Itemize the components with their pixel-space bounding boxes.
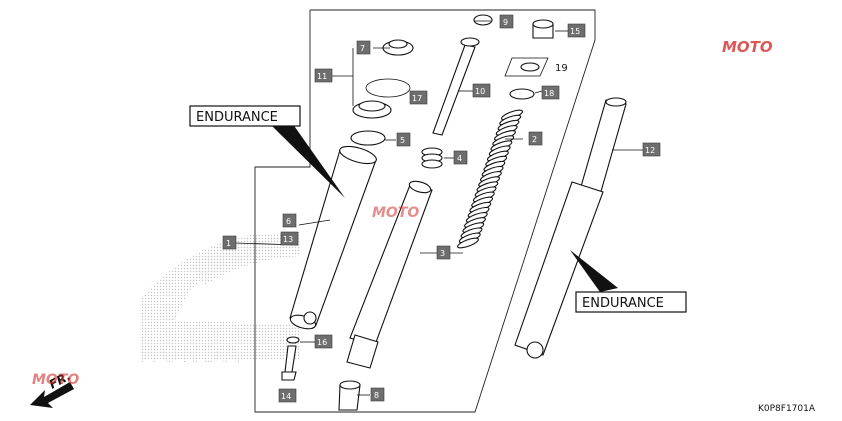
part-12-fork-assembly bbox=[514, 97, 627, 359]
svg-text:ENDURANCE: ENDURANCE bbox=[582, 296, 664, 311]
endurance-label-right: ENDURANCE bbox=[575, 291, 687, 313]
callout-10: 10 bbox=[472, 83, 491, 98]
svg-text:17: 17 bbox=[412, 94, 422, 103]
leader-lines bbox=[235, 20, 643, 396]
callout-11: 11 bbox=[314, 68, 333, 83]
watermark-bottom-left: MOTO bbox=[32, 372, 79, 388]
svg-text:MOTO: MOTO bbox=[372, 205, 419, 221]
part-7-dust-seal bbox=[382, 39, 414, 56]
part-16-washer bbox=[286, 336, 300, 344]
callout-17: 17 bbox=[409, 90, 428, 105]
diagram-code: K0P8F1701A bbox=[758, 404, 816, 414]
watermark-center: MOTO bbox=[372, 205, 419, 221]
callout-1: 1 bbox=[222, 235, 237, 250]
part-8-slider bbox=[338, 380, 361, 411]
svg-text:7: 7 bbox=[360, 44, 365, 53]
part-17-stop-ring bbox=[365, 78, 411, 98]
svg-text:6: 6 bbox=[286, 217, 291, 226]
part-4-small-spring bbox=[421, 147, 443, 169]
spring-coil bbox=[457, 237, 479, 249]
callout-2: 2 bbox=[528, 131, 543, 146]
honda-logo-text: HONDA bbox=[140, 341, 243, 368]
svg-text:MOTO: MOTO bbox=[722, 38, 773, 56]
svg-text:ENDURANCE: ENDURANCE bbox=[196, 110, 278, 125]
svg-text:1: 1 bbox=[226, 239, 231, 248]
watermark-top-right: MOTO bbox=[722, 38, 773, 56]
part-1-outer-tube bbox=[289, 145, 377, 330]
arrow-icon bbox=[30, 382, 74, 408]
svg-text:4: 4 bbox=[457, 154, 462, 163]
callout-19: 19 bbox=[555, 63, 568, 74]
callout-7: 7 bbox=[356, 40, 371, 55]
endurance-label-left: ENDURANCE bbox=[189, 105, 301, 127]
assembly-frame bbox=[254, 9, 596, 413]
svg-text:3: 3 bbox=[440, 249, 445, 258]
part-15-cap bbox=[532, 19, 554, 39]
part-3-inner-tube bbox=[346, 180, 433, 369]
callout-12: 12 bbox=[642, 142, 661, 157]
svg-text:16: 16 bbox=[317, 338, 327, 347]
part-2-spring bbox=[457, 109, 523, 249]
part-10-damper-rod bbox=[432, 37, 480, 136]
svg-text:15: 15 bbox=[570, 27, 580, 36]
part-18-o-ring bbox=[509, 88, 535, 100]
callout-14: 14 bbox=[278, 388, 297, 403]
callout-18: 18 bbox=[541, 85, 560, 100]
callout-15: 15 bbox=[567, 23, 586, 38]
part-14-bolt bbox=[281, 345, 297, 381]
callout-6: 6 bbox=[282, 213, 297, 228]
svg-text:9: 9 bbox=[503, 18, 508, 27]
part-11-oil-seal bbox=[352, 100, 392, 119]
svg-text:12: 12 bbox=[645, 146, 655, 155]
svg-text:MOTO: MOTO bbox=[32, 372, 79, 388]
svg-text:2: 2 bbox=[532, 135, 537, 144]
honda-wing-logo: HONDA bbox=[140, 232, 300, 368]
callout-13: 13 bbox=[280, 231, 299, 246]
callout-5: 5 bbox=[396, 132, 411, 147]
svg-text:14: 14 bbox=[281, 392, 291, 401]
part-19-clip bbox=[504, 57, 549, 77]
endurance-arrow-left bbox=[270, 120, 345, 198]
part-9-nut bbox=[473, 14, 493, 26]
svg-text:13: 13 bbox=[283, 235, 293, 244]
endurance-arrow-right bbox=[570, 250, 618, 292]
callout-4: 4 bbox=[453, 150, 468, 165]
svg-text:10: 10 bbox=[475, 87, 485, 96]
part-5-washer bbox=[350, 130, 386, 146]
svg-text:5: 5 bbox=[400, 136, 405, 145]
svg-text:11: 11 bbox=[317, 72, 327, 81]
callout-16: 16 bbox=[314, 334, 333, 349]
callout-8: 8 bbox=[370, 387, 385, 402]
callout-3: 3 bbox=[436, 245, 451, 260]
callout-9: 9 bbox=[499, 14, 514, 29]
svg-text:18: 18 bbox=[544, 89, 554, 98]
svg-text:8: 8 bbox=[374, 391, 379, 400]
